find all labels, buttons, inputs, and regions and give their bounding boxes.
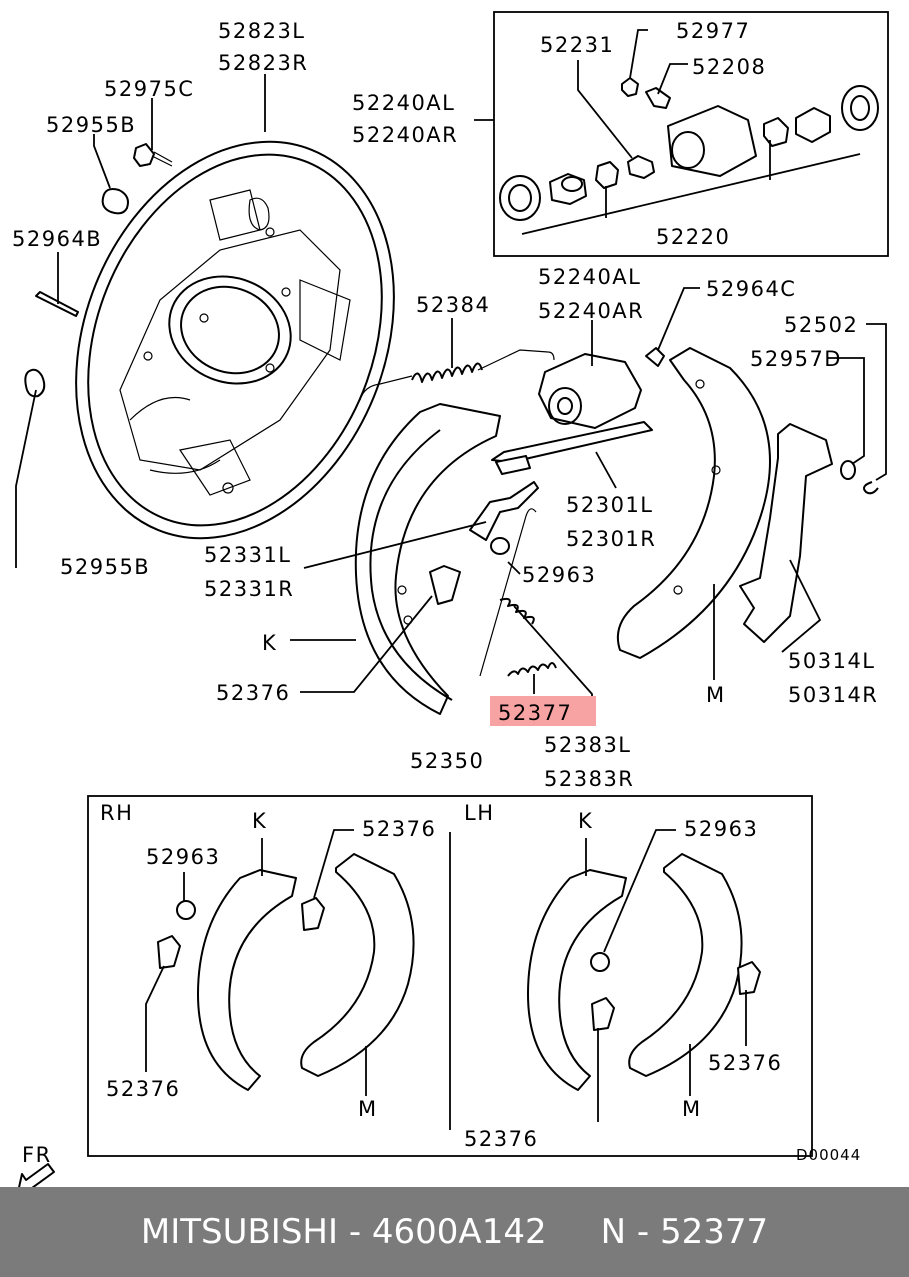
label-rh: RH bbox=[100, 801, 133, 825]
highlight-52377 bbox=[490, 696, 596, 726]
label-52963-lh: 52963 bbox=[684, 817, 758, 841]
label-52301l: 52301L bbox=[566, 493, 654, 517]
label-52957d: 52957D bbox=[750, 347, 842, 371]
rh-washer-52963 bbox=[176, 900, 196, 920]
label-52963-rh: 52963 bbox=[146, 845, 220, 869]
label-52963-mid: 52963 bbox=[522, 563, 596, 587]
part-info-footer: MITSUBISHI - 4600A142 N - 52377 bbox=[0, 1187, 909, 1277]
part-labels: 52823L 52823R 52975C 52955B 52964B 52955… bbox=[12, 19, 878, 1167]
rh-shoe-k bbox=[197, 869, 297, 1091]
washer-52957d bbox=[840, 460, 856, 480]
label-m-mid: M bbox=[706, 683, 726, 707]
label-fr: FR bbox=[22, 1143, 52, 1167]
label-52975c: 52975C bbox=[104, 77, 194, 101]
brake-shoe-k bbox=[354, 403, 501, 715]
lh-washer-52963 bbox=[590, 952, 610, 972]
label-52502: 52502 bbox=[784, 313, 858, 337]
grommet-52955b-bottom bbox=[24, 368, 46, 398]
brand-name: MITSUBISHI bbox=[140, 1212, 339, 1252]
label-52383r: 52383R bbox=[544, 767, 634, 791]
label-52964c: 52964C bbox=[706, 277, 796, 301]
reference-number: N - 52377 bbox=[600, 1212, 769, 1252]
footer-gap bbox=[547, 1212, 601, 1252]
label-52331l: 52331L bbox=[204, 543, 292, 567]
label-k-rh: K bbox=[252, 809, 267, 833]
leader-lines bbox=[15, 29, 887, 1122]
label-52240ar-mid: 52240AR bbox=[538, 299, 644, 323]
label-52977: 52977 bbox=[676, 19, 750, 43]
label-52376-rh-bottom: 52376 bbox=[106, 1077, 180, 1101]
label-52964b: 52964B bbox=[12, 227, 102, 251]
brake-shoe-kit-box bbox=[87, 795, 813, 1157]
grommet-52955b-top bbox=[101, 188, 129, 215]
label-52955b-bottom: 52955B bbox=[60, 555, 150, 579]
label-52331r: 52331R bbox=[204, 577, 294, 601]
label-52376-rh-top: 52376 bbox=[362, 817, 436, 841]
label-50314r: 50314R bbox=[788, 683, 878, 707]
label-k-lh: K bbox=[578, 809, 593, 833]
label-52376-lh-right: 52376 bbox=[708, 1051, 782, 1075]
rh-shoe-m bbox=[300, 853, 415, 1077]
label-m-lh: M bbox=[682, 1097, 702, 1121]
label-52240al-top: 52240AL bbox=[352, 91, 455, 115]
part-number: 4600A142 bbox=[371, 1212, 547, 1252]
label-52377: 52377 bbox=[498, 701, 572, 725]
label-52231: 52231 bbox=[540, 33, 614, 57]
pin-52964c bbox=[645, 347, 665, 367]
label-m-rh: M bbox=[358, 1097, 378, 1121]
rh-clip-52376-bot bbox=[157, 935, 181, 969]
label-lh: LH bbox=[464, 801, 495, 825]
label-52955b-top: 52955B bbox=[46, 113, 136, 137]
label-52240ar-top: 52240AR bbox=[352, 123, 458, 147]
wheel-cylinder-assembled bbox=[538, 353, 642, 429]
spring-52384 bbox=[359, 349, 555, 401]
diagram-code: D00044 bbox=[796, 1146, 861, 1164]
backing-plate bbox=[75, 140, 395, 540]
wheel-cylinder-box bbox=[493, 11, 889, 257]
label-52823l: 52823L bbox=[218, 19, 306, 43]
label-52208: 52208 bbox=[692, 55, 766, 79]
pin-52964b bbox=[35, 291, 79, 317]
lh-clip-52376-left bbox=[591, 997, 615, 1031]
rh-clip-52376-top bbox=[301, 897, 325, 931]
lh-shoe-m bbox=[628, 853, 743, 1077]
brake-shoe-m bbox=[616, 347, 771, 659]
label-50314l: 50314L bbox=[788, 649, 876, 673]
label-k-mid: K bbox=[262, 631, 277, 655]
label-52823r: 52823R bbox=[218, 51, 308, 75]
label-52240al-mid: 52240AL bbox=[538, 265, 641, 289]
spring-52377 bbox=[507, 662, 557, 677]
bolt-52975c bbox=[133, 143, 173, 167]
front-arrow-icon bbox=[18, 1163, 55, 1187]
clip-52502 bbox=[863, 481, 879, 495]
label-52376-lh-bottom: 52376 bbox=[464, 1127, 538, 1151]
clip-52376-mid bbox=[429, 565, 461, 605]
label-52220: 52220 bbox=[656, 225, 730, 249]
lever-50314 bbox=[739, 423, 833, 643]
footer-separator: - bbox=[338, 1212, 372, 1252]
lever-52331 bbox=[469, 481, 539, 541]
spring-52383 bbox=[479, 508, 537, 677]
label-52350: 52350 bbox=[410, 749, 484, 773]
wheel-cylinder-exploded bbox=[499, 77, 879, 221]
parts-diagram: 52823L 52823R 52975C 52955B 52964B 52955… bbox=[12, 11, 889, 1187]
adjuster-52301 bbox=[491, 421, 653, 475]
label-52384: 52384 bbox=[416, 293, 490, 317]
washer-52963-mid bbox=[490, 537, 510, 555]
lh-shoe-k bbox=[527, 869, 627, 1091]
label-52383l: 52383L bbox=[544, 733, 632, 757]
lh-clip-52376-right bbox=[737, 961, 761, 995]
label-52301r: 52301R bbox=[566, 527, 656, 551]
label-52376-mid: 52376 bbox=[216, 681, 290, 705]
